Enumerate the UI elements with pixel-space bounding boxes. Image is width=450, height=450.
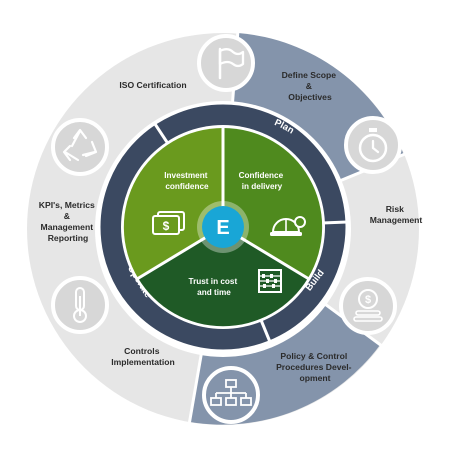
flag-icon (197, 34, 255, 92)
core-label-confidence-in-delivery: Confidence in delivery (239, 171, 286, 191)
center-logo: E (197, 201, 249, 253)
abacus-icon (258, 269, 282, 293)
money-bills-icon: $ (152, 211, 185, 235)
hard-hat-gear-icon (270, 216, 306, 236)
center-logo-letter: E (216, 217, 229, 239)
org-chart-icon (202, 366, 260, 424)
core: Investment confidence Confidence in deli… (123, 127, 323, 327)
coin-stack-icon: $ (339, 277, 397, 335)
recycle-icon (51, 118, 109, 176)
svg-text:$: $ (163, 219, 170, 233)
core-segment-trust-in-cost (138, 227, 308, 327)
outer-icons: $ (51, 34, 402, 424)
outer-label-iso-certification: ISO Certification (119, 80, 186, 90)
outer-label-define-scope: Define Scope & Objectives (282, 70, 339, 102)
core-label-trust-in-cost: Trust in cost and time (189, 277, 240, 297)
outer-label-kpis-metrics: KPI's, Metrics & Management Reporting (39, 200, 97, 243)
stopwatch-icon (344, 116, 402, 174)
outer-label-risk-management: Risk Management (370, 204, 423, 225)
thermometer-icon (51, 276, 109, 334)
outer-label-policy-control: Policy & Control Procedures Devel- opmen… (276, 351, 354, 383)
outer-label-controls-implementation: Controls Implementation (111, 346, 175, 367)
svg-text:$: $ (365, 294, 371, 306)
outer-labels: ISO Certification Define Scope & Objecti… (39, 70, 423, 383)
core-label-investment-confidence: Investment confidence (164, 171, 210, 191)
